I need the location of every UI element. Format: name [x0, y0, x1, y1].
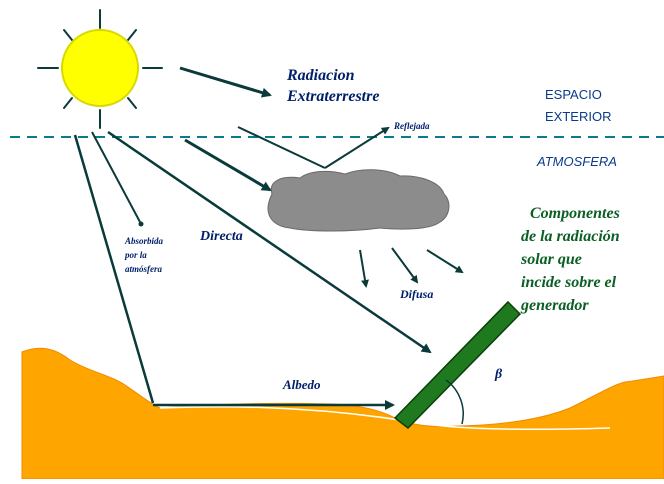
absorbed-radiation-line — [91, 131, 141, 223]
direct-radiation-arrow — [107, 130, 432, 354]
cloud-incident-arrow — [184, 138, 272, 192]
reflejada-label: Reflejada — [393, 121, 430, 131]
cloud-icon — [267, 169, 450, 232]
espacio-exterior-label-line1: ESPACIO — [545, 87, 602, 102]
componentes-label-line4: incide sobre el — [521, 274, 617, 291]
radiacion-label-line1: Radiacion — [286, 67, 355, 84]
absorbida-label-line2: por la — [124, 250, 147, 260]
absorbida-label-line3: atmósfera — [125, 264, 162, 274]
espacio-exterior-label-line2: EXTERIOR — [545, 109, 611, 124]
sun-icon — [61, 29, 139, 107]
componentes-label-line2: de la radiación — [521, 228, 620, 245]
albedo-incident-line — [73, 134, 155, 404]
diffuse-arrows — [359, 247, 464, 288]
radiacion-label-line2: Extraterrestre — [286, 88, 379, 105]
beta-angle-arc — [445, 379, 464, 425]
reflected-arrow — [324, 126, 390, 169]
absorbida-label-line1: Absorbida — [124, 236, 164, 246]
directa-label: Directa — [199, 229, 243, 244]
extraterrestrial-arrow — [179, 66, 272, 98]
componentes-label-line1: Componentes — [530, 205, 620, 222]
componentes-label-line3: solar que — [520, 251, 582, 268]
componentes-label-line5: generador — [520, 297, 589, 314]
albedo-label: Albedo — [282, 377, 321, 392]
absorbed-point-icon — [138, 221, 144, 227]
sun-rays-icon — [37, 9, 163, 129]
reflection-incident-line — [237, 126, 326, 169]
atmosfera-label: ATMOSFERA — [536, 154, 617, 169]
beta-label: β — [494, 367, 503, 382]
difusa-label: Difusa — [399, 287, 433, 301]
ground — [21, 347, 664, 480]
solar-panel-generator — [393, 300, 522, 429]
